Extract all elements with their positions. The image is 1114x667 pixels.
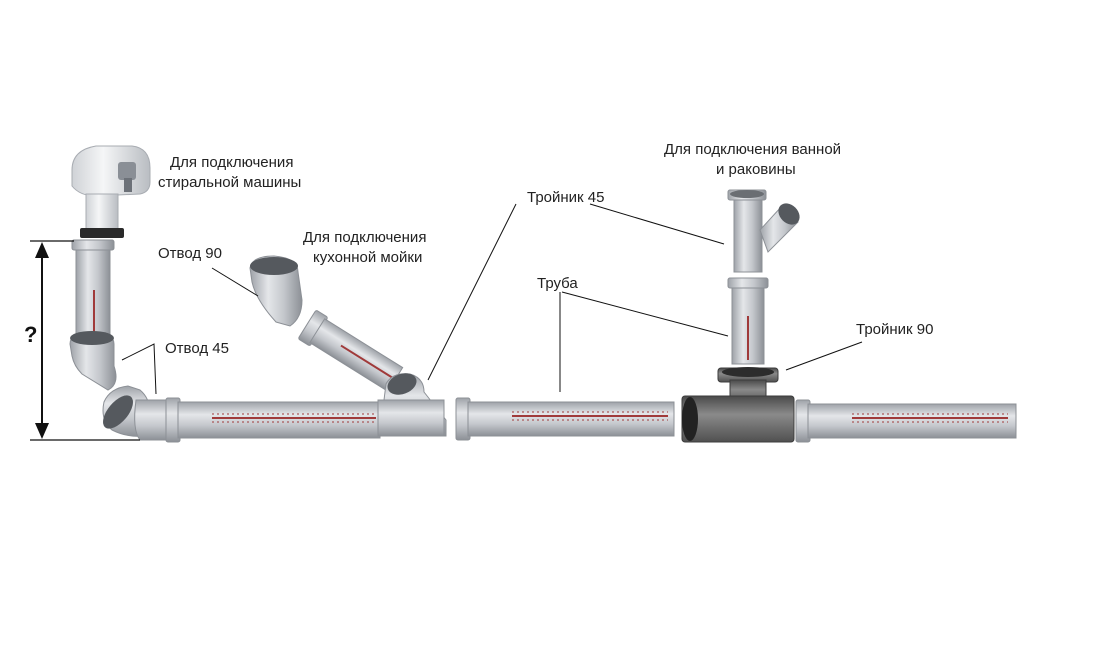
tee-45-upper [727, 189, 800, 273]
horizontal-pipe-2 [455, 397, 675, 441]
washing-machine-label-line1: Для подключения [170, 154, 293, 171]
troynik-45-label: Тройник 45 [527, 189, 604, 206]
leader-lines [121, 203, 863, 395]
truba-label: Труба [537, 275, 578, 292]
tee-90 [681, 367, 795, 443]
vertical-pipe [71, 239, 115, 339]
leader-troynik-45-upper [589, 203, 725, 245]
bath-sink-label-line1: Для подключения ванной [664, 141, 841, 158]
troynik-90-label: Тройник 90 [856, 321, 933, 338]
tee-45 [377, 373, 447, 437]
leader-truba-2 [561, 291, 729, 337]
elbow-45 [69, 331, 167, 441]
otvod-45-label: Отвод 45 [165, 340, 229, 357]
washing-machine-siphon [71, 145, 151, 238]
height-question-mark: ? [24, 322, 37, 347]
kitchen-sink-label-line1: Для подключения [303, 229, 426, 246]
height-dimension: ? [24, 240, 140, 441]
labels: Для подключения стиральной машины Отвод … [158, 141, 933, 357]
kitchen-sink-label-line2: кухонной мойки [313, 249, 422, 266]
leader-otvod-90 [211, 267, 259, 297]
elbow-90 [249, 255, 303, 327]
horizontal-pipe-3 [795, 399, 1017, 443]
vertical-short-pipe [727, 277, 769, 365]
otvod-90-label: Отвод 90 [158, 245, 222, 262]
leader-otvod-45 [121, 343, 157, 395]
leader-troynik-45 [427, 203, 517, 381]
kitchen-sink-pipe [298, 310, 404, 393]
horizontal-pipe-1 [165, 397, 381, 443]
washing-machine-label-line2: стиральной машины [158, 174, 301, 191]
leader-troynik-90 [785, 341, 863, 371]
bath-sink-label-line2: и раковины [716, 161, 796, 178]
